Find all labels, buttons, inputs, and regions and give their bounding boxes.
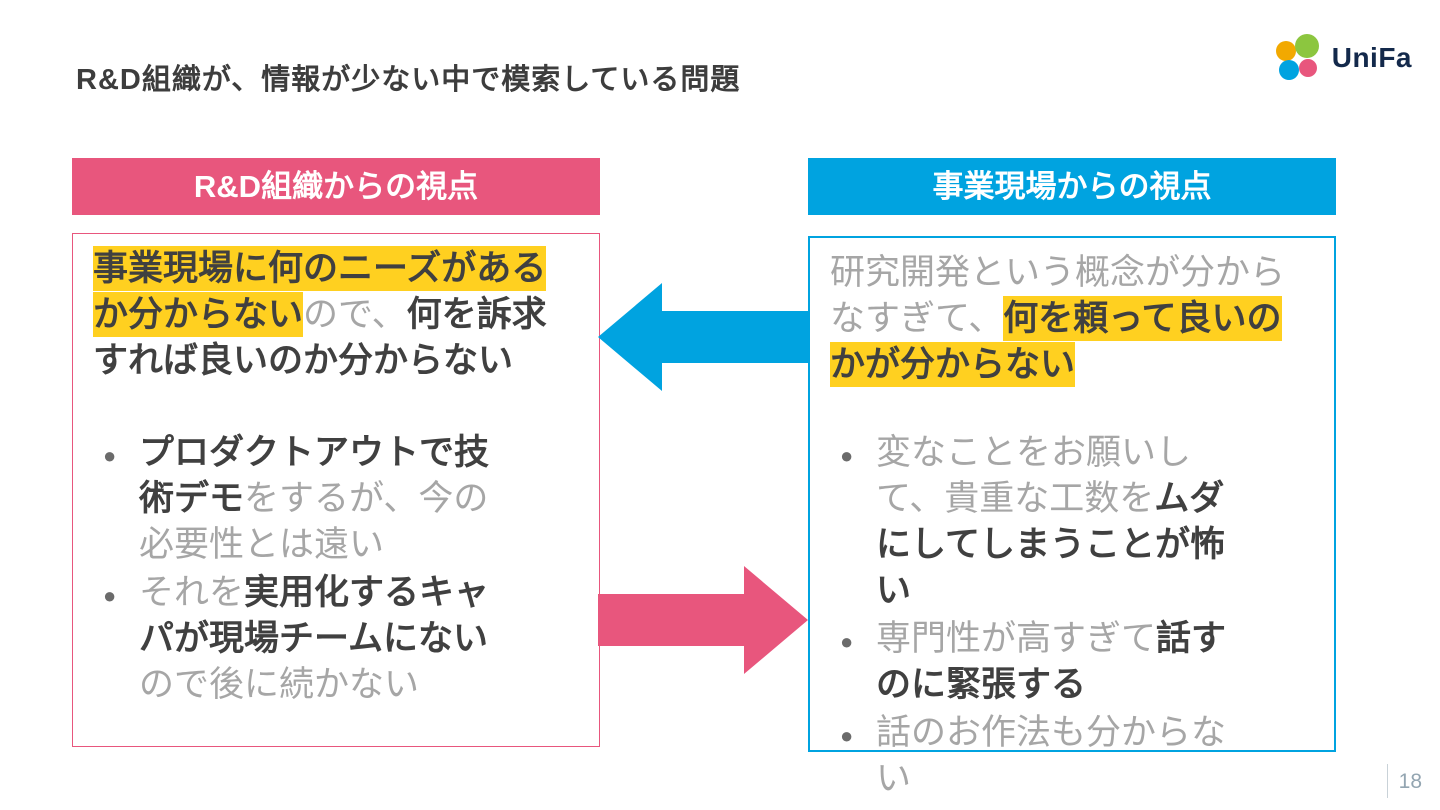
- page-number: 18: [1398, 770, 1422, 793]
- left-panel-intro: 事業現場に何のニーズがあるか分からないので、何を訴求すれば良いのか分からない: [93, 246, 579, 384]
- right-panel-bullet-list: 変なことをお願いして、貴重な工数をムダにしてしまうことが怖い 専門性が高すぎて話…: [830, 430, 1314, 802]
- text-segment: ので後に続かない: [139, 665, 420, 704]
- text-segment: 話のお作法も分からない: [876, 713, 1227, 798]
- footer-divider: [1387, 764, 1388, 798]
- logo-dot-green: [1294, 34, 1319, 58]
- right-panel-intro: 研究開発という概念が分からなすぎて、何を頼って良いのかが分からない: [830, 250, 1314, 388]
- text-segment: 実用化するキャパが現場チームにない: [139, 573, 490, 658]
- text-segment: 変なことをお願いして、貴重な工数を: [876, 433, 1192, 518]
- text-segment: 話すのに緊張する: [876, 619, 1227, 704]
- unifa-logo: UniFa: [1274, 34, 1412, 82]
- text-segment: 何を訴求すれば良いのか分からない: [93, 295, 547, 380]
- arrow-right-icon: [598, 566, 808, 674]
- logo-dot-blue: [1278, 60, 1299, 80]
- right-panel-header: 事業現場からの視点: [808, 158, 1336, 215]
- logo-dot-yellow: [1275, 41, 1296, 61]
- arrow-left-icon: [598, 283, 808, 391]
- text-segment: をするが、今の必要性とは遠い: [139, 479, 489, 564]
- logo-dot-pink: [1298, 59, 1317, 77]
- left-panel: 事業現場に何のニーズがあるか分からないので、何を訴求すれば良いのか分からない プ…: [72, 233, 600, 747]
- right-panel: 研究開発という概念が分からなすぎて、何を頼って良いのかが分からない 変なことをお…: [808, 236, 1336, 798]
- left-panel-header: R&D組織からの視点: [72, 158, 600, 215]
- bullet-item: 専門性が高すぎて話すのに緊張する: [830, 616, 1314, 708]
- text-segment: ムダにしてしまうことが怖い: [876, 479, 1225, 610]
- left-panel-bullet-list: プロダクトアウトで技術デモをするが、今の必要性とは遠い それを実用化するキャパが…: [93, 430, 579, 708]
- bullet-item: 変なことをお願いして、貴重な工数をムダにしてしまうことが怖い: [830, 430, 1314, 614]
- bullet-item: 話のお作法も分からない: [830, 710, 1314, 802]
- bullet-item: それを実用化するキャパが現場チームにないので後に続かない: [93, 570, 579, 708]
- text-segment: 研究開発という概念が分からなすぎて、: [830, 253, 1286, 338]
- text-segment: 専門性が高すぎて: [876, 619, 1157, 658]
- text-segment: それを: [139, 573, 245, 612]
- page-title: R&D組織が、情報が少ない中で模索している問題: [76, 64, 741, 96]
- unifa-logo-text: UniFa: [1331, 42, 1412, 73]
- bullet-item: プロダクトアウトで技術デモをするが、今の必要性とは遠い: [93, 430, 579, 568]
- text-segment: ので、: [303, 295, 407, 334]
- text-segment: プロダクトアウトで技術デモ: [139, 433, 490, 518]
- unifa-logo-icon: [1274, 34, 1322, 82]
